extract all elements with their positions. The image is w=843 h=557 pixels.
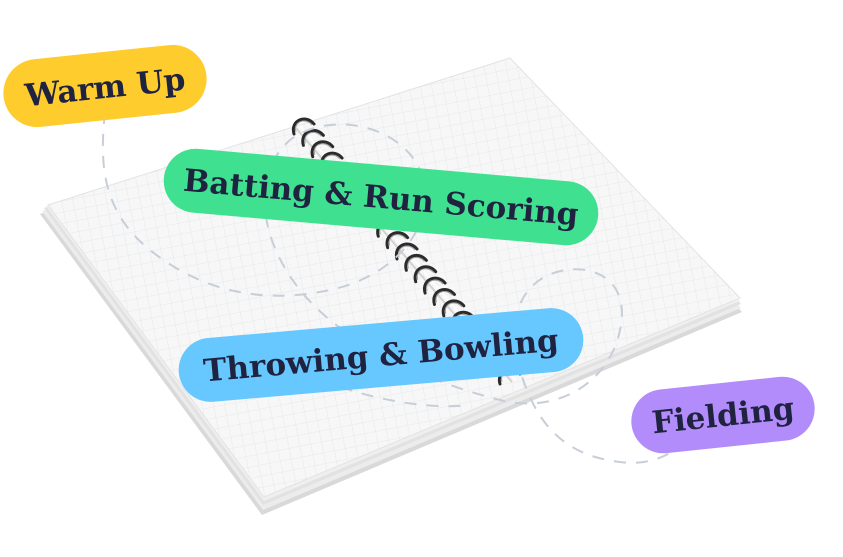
spiral-coil-highlight [426, 279, 444, 292]
spiral-coil [301, 128, 325, 147]
spiral-coil [432, 288, 456, 306]
spiral-coil-highlight [388, 234, 407, 246]
label-warm-up: Warm Up [3, 44, 207, 128]
spiral-coil [441, 299, 466, 318]
spiral-coil [310, 140, 335, 159]
spiral-coil-highlight [435, 291, 453, 303]
spiral-coil [385, 231, 410, 250]
spiral-coil-highlight [313, 143, 332, 155]
label-fielding: Fielding [631, 376, 815, 454]
spiral-coil-highlight [444, 302, 463, 314]
spiral-coil [413, 265, 438, 284]
spiral-coil [291, 117, 316, 136]
spiral-coil-highlight [416, 268, 435, 280]
spiral-coil [422, 276, 447, 295]
label-throwing: Throwing & Bowling [178, 308, 584, 402]
spiral-coil [404, 253, 428, 272]
spiral-coil-highlight [304, 131, 322, 144]
spiral-coil-highlight [295, 120, 313, 133]
spiral-coil-highlight [407, 256, 425, 269]
